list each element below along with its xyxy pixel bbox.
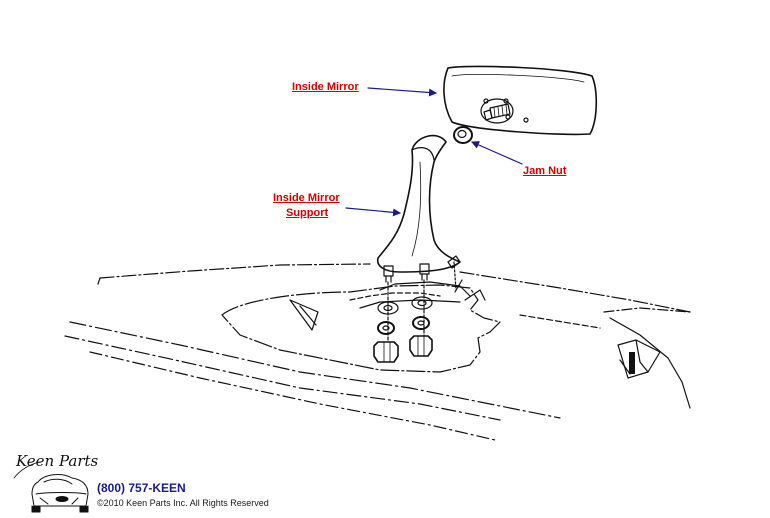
label-inside-mirror-support-line1[interactable]: Inside Mirror [273,192,340,204]
mounting-recess [221,279,501,373]
keen-parts-logo-text: Keen Parts [16,452,99,470]
corner-bracket [617,339,661,379]
leader-jam-nut [471,141,523,165]
hardware-stack-left [373,301,399,363]
label-inside-mirror-support-line2[interactable]: Support [286,207,329,219]
inside-mirror-support [376,134,461,291]
label-inside-mirror[interactable]: Inside Mirror [292,81,359,93]
copyright-notice: ©2010 Keen Parts Inc. All Rights Reserve… [97,498,269,508]
leader-inside-mirror-support [345,207,401,217]
hardware-stack-right [409,296,433,357]
body-panel-outline [64,263,691,441]
jam-nut [453,126,473,144]
leader-inside-mirror [367,87,437,97]
keen-parts-logo-car [13,461,89,513]
leader-arrows [345,87,523,217]
label-jam-nut[interactable]: Jam Nut [523,165,567,177]
phone-number: (800) 757-KEEN [97,481,186,495]
inside-mirror [443,65,598,136]
